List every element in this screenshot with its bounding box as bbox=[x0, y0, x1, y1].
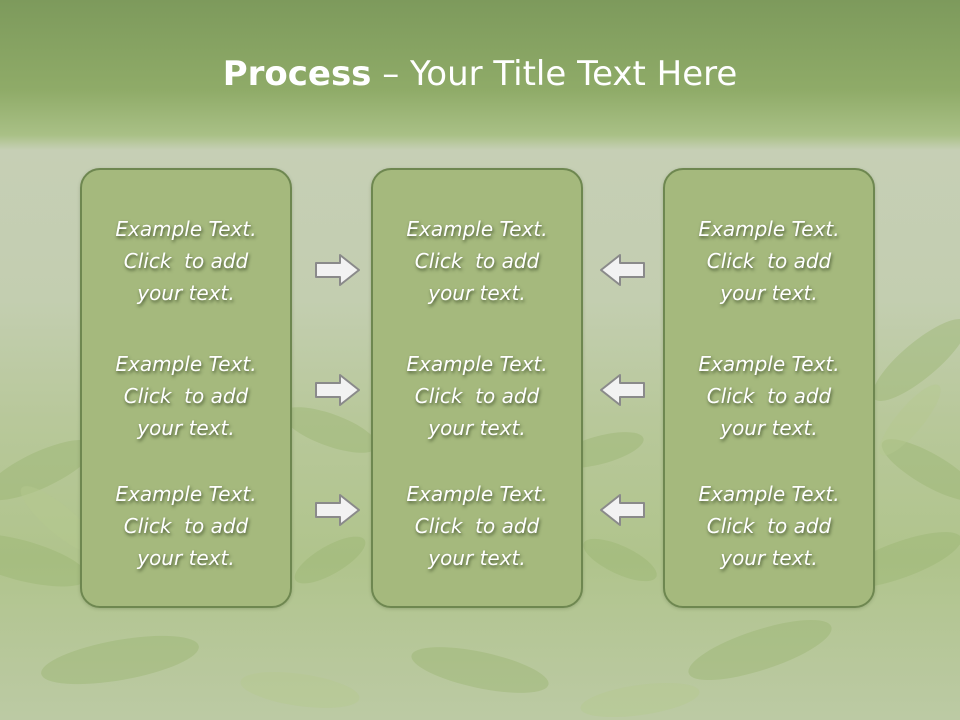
text-line: your text. bbox=[720, 416, 818, 440]
arrow-right-icon[interactable] bbox=[314, 252, 362, 288]
text-block[interactable]: Example Text. Click to add your text. bbox=[373, 348, 581, 444]
arrow-right-icon[interactable] bbox=[314, 372, 362, 408]
text-line: Example Text. bbox=[698, 482, 840, 506]
text-line: Click to add bbox=[123, 514, 249, 538]
text-line: Click to add bbox=[706, 249, 832, 273]
text-line: your text. bbox=[137, 546, 235, 570]
text-line: Click to add bbox=[706, 384, 832, 408]
text-line: your text. bbox=[720, 546, 818, 570]
column-center-panel[interactable]: Example Text. Click to add your text. Ex… bbox=[371, 168, 583, 608]
text-line: Click to add bbox=[123, 384, 249, 408]
slide-title[interactable]: Process – Your Title Text Here bbox=[0, 52, 960, 96]
arrow-left-icon[interactable] bbox=[598, 492, 646, 528]
text-line: your text. bbox=[720, 281, 818, 305]
text-line: your text. bbox=[428, 546, 526, 570]
text-line: Example Text. bbox=[406, 352, 548, 376]
text-block[interactable]: Example Text. Click to add your text. bbox=[373, 213, 581, 309]
arrow-left-icon[interactable] bbox=[598, 372, 646, 408]
column-left-panel[interactable]: Example Text. Click to add your text. Ex… bbox=[80, 168, 292, 608]
text-line: your text. bbox=[428, 416, 526, 440]
title-rest: – Your Title Text Here bbox=[371, 54, 738, 94]
text-block[interactable]: Example Text. Click to add your text. bbox=[665, 478, 873, 574]
text-block[interactable]: Example Text. Click to add your text. bbox=[373, 478, 581, 574]
text-block[interactable]: Example Text. Click to add your text. bbox=[665, 213, 873, 309]
text-block[interactable]: Example Text. Click to add your text. bbox=[82, 213, 290, 309]
text-line: Example Text. bbox=[406, 217, 548, 241]
arrow-right-icon[interactable] bbox=[314, 492, 362, 528]
text-line: Click to add bbox=[414, 249, 540, 273]
text-block[interactable]: Example Text. Click to add your text. bbox=[665, 348, 873, 444]
text-block[interactable]: Example Text. Click to add your text. bbox=[82, 348, 290, 444]
column-right-panel[interactable]: Example Text. Click to add your text. Ex… bbox=[663, 168, 875, 608]
text-line: Example Text. bbox=[698, 352, 840, 376]
text-line: your text. bbox=[137, 281, 235, 305]
text-line: Click to add bbox=[123, 249, 249, 273]
text-line: your text. bbox=[428, 281, 526, 305]
arrow-left-icon[interactable] bbox=[598, 252, 646, 288]
text-line: Example Text. bbox=[698, 217, 840, 241]
text-line: Click to add bbox=[706, 514, 832, 538]
title-bold: Process bbox=[222, 54, 372, 94]
text-line: Example Text. bbox=[115, 482, 257, 506]
text-line: Example Text. bbox=[115, 217, 257, 241]
text-line: Click to add bbox=[414, 384, 540, 408]
text-line: Click to add bbox=[414, 514, 540, 538]
text-line: Example Text. bbox=[115, 352, 257, 376]
text-line: your text. bbox=[137, 416, 235, 440]
text-line: Example Text. bbox=[406, 482, 548, 506]
text-block[interactable]: Example Text. Click to add your text. bbox=[82, 478, 290, 574]
